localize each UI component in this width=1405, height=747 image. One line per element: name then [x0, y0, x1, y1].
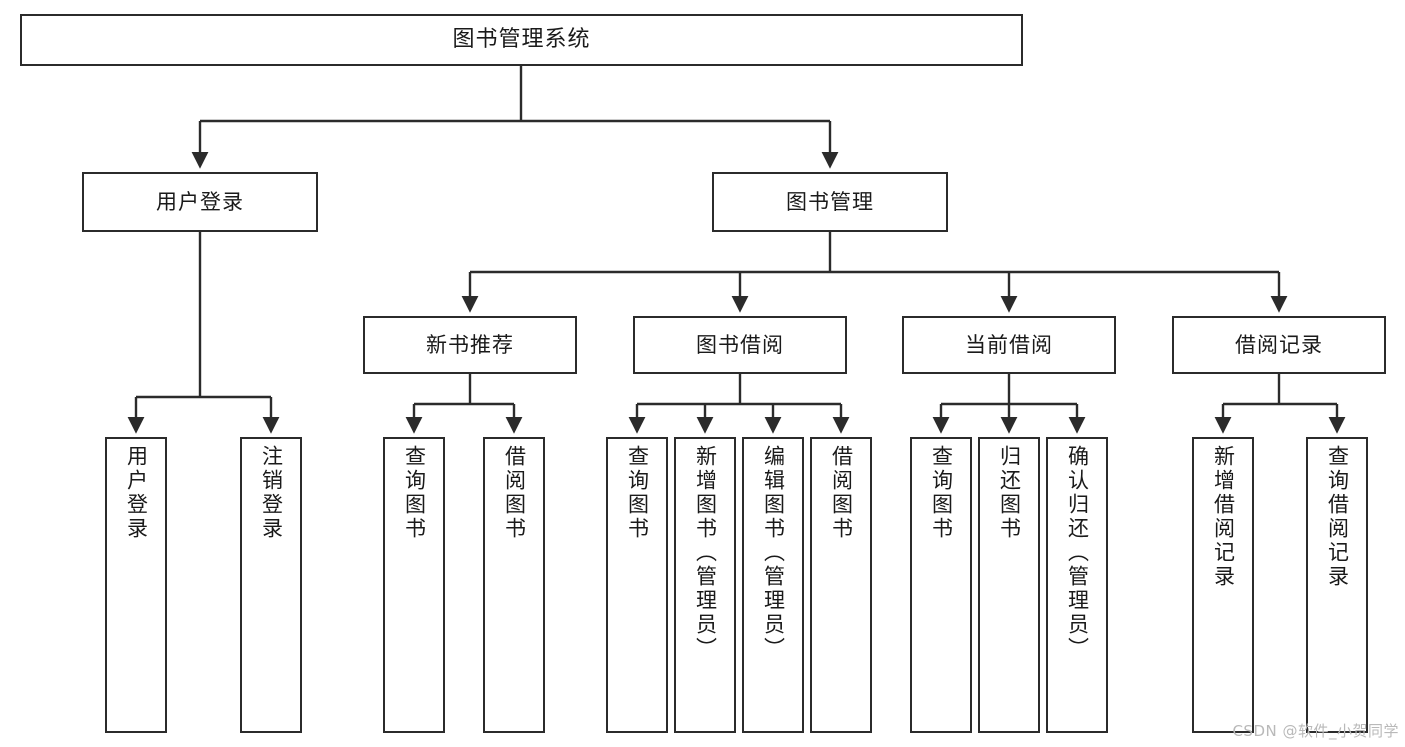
node-current-borrow[interactable]: 当前借阅: [902, 316, 1116, 374]
node-borrow-record[interactable]: 借阅记录: [1172, 316, 1386, 374]
node-leaf-query-book-1-label: 查询图书: [402, 445, 427, 541]
node-borrow-record-label: 借阅记录: [1235, 332, 1323, 357]
node-user-login[interactable]: 用户登录: [82, 172, 318, 232]
node-new-book-recommend[interactable]: 新书推荐: [363, 316, 577, 374]
node-leaf-return-book[interactable]: 归还图书: [978, 437, 1040, 733]
node-leaf-query-book-3-label: 查询图书: [929, 445, 954, 541]
node-leaf-query-book-2[interactable]: 查询图书: [606, 437, 668, 733]
node-leaf-borrow-book-2[interactable]: 借阅图书: [810, 437, 872, 733]
node-leaf-return-book-label: 归还图书: [997, 445, 1022, 541]
node-leaf-query-record[interactable]: 查询借阅记录: [1306, 437, 1368, 733]
node-leaf-user-logout-label: 注销登录: [259, 445, 284, 541]
node-leaf-query-book-3[interactable]: 查询图书: [910, 437, 972, 733]
node-book-manage-label: 图书管理: [786, 189, 874, 214]
node-leaf-user-login-label: 用户登录: [124, 445, 149, 541]
node-user-login-label: 用户登录: [156, 189, 244, 214]
node-leaf-edit-book[interactable]: 编辑图书（管理员）: [742, 437, 804, 733]
node-leaf-query-book-2-label: 查询图书: [625, 445, 650, 541]
node-leaf-edit-book-label: 编辑图书（管理员）: [761, 445, 786, 661]
node-root-label: 图书管理系统: [452, 27, 591, 53]
node-leaf-borrow-book-1[interactable]: 借阅图书: [483, 437, 545, 733]
node-leaf-add-record-label: 新增借阅记录: [1211, 445, 1236, 589]
node-leaf-user-login[interactable]: 用户登录: [105, 437, 167, 733]
node-book-borrow-label: 图书借阅: [696, 332, 784, 357]
node-leaf-confirm-return[interactable]: 确认归还（管理员）: [1046, 437, 1108, 733]
node-leaf-add-record[interactable]: 新增借阅记录: [1192, 437, 1254, 733]
node-leaf-borrow-book-1-label: 借阅图书: [502, 445, 527, 541]
csdn-watermark: CSDN @软件_小贺同学: [1232, 722, 1399, 740]
node-book-borrow[interactable]: 图书借阅: [633, 316, 847, 374]
node-root[interactable]: 图书管理系统: [20, 14, 1023, 66]
node-leaf-add-book-label: 新增图书（管理员）: [693, 445, 718, 661]
node-current-borrow-label: 当前借阅: [965, 332, 1053, 357]
node-book-manage[interactable]: 图书管理: [712, 172, 948, 232]
node-leaf-confirm-return-label: 确认归还（管理员）: [1065, 445, 1090, 661]
node-new-book-recommend-label: 新书推荐: [426, 332, 514, 357]
node-leaf-user-logout[interactable]: 注销登录: [240, 437, 302, 733]
node-leaf-add-book[interactable]: 新增图书（管理员）: [674, 437, 736, 733]
node-leaf-query-book-1[interactable]: 查询图书: [383, 437, 445, 733]
node-leaf-borrow-book-2-label: 借阅图书: [829, 445, 854, 541]
node-leaf-query-record-label: 查询借阅记录: [1325, 445, 1350, 589]
